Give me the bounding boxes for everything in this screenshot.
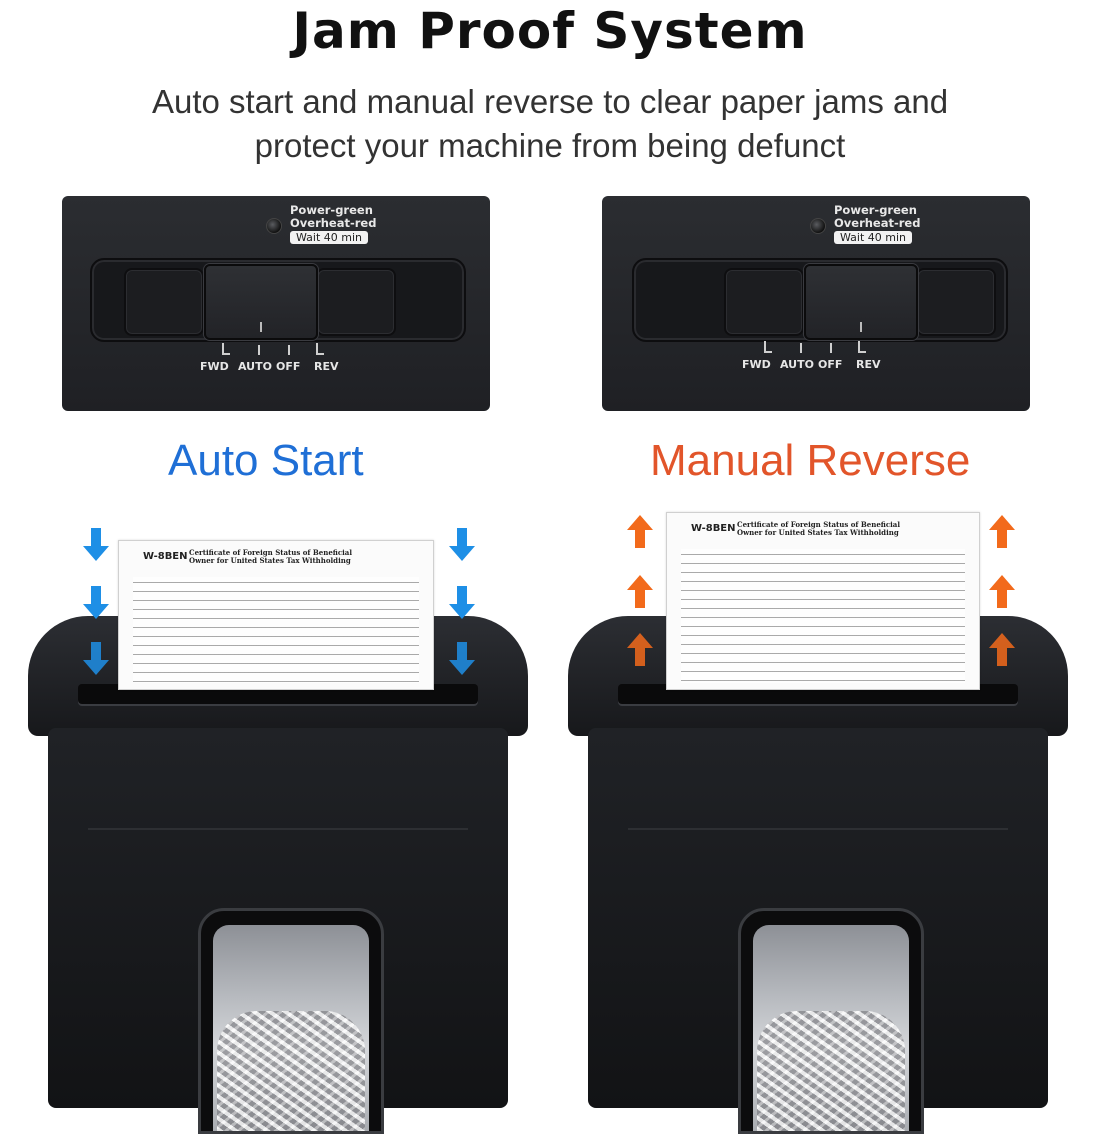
form-lines: [681, 549, 965, 683]
position-label-rev: REV: [856, 358, 881, 371]
mode-switch-knob[interactable]: [804, 264, 918, 340]
position-label-rev: REV: [314, 360, 339, 373]
tick-fwd: [222, 343, 224, 355]
paper-sheet-feeding: W-8BEN Certificate of Foreign Status of …: [118, 540, 434, 690]
indicator-overheat-label: Overheat-red: [834, 216, 921, 230]
position-label-fwd: FWD: [200, 360, 229, 373]
tick-off: [830, 343, 832, 353]
indicator-light-icon: [810, 218, 826, 234]
position-label-off: OFF: [818, 358, 843, 371]
up-arrow-icon: [627, 575, 653, 608]
tick-auto: [800, 343, 802, 353]
up-arrow-icon: [627, 633, 653, 666]
down-arrow-icon: [449, 642, 475, 675]
position-label-fwd: FWD: [742, 358, 771, 371]
position-label-auto: AUTO: [780, 358, 814, 371]
shredded-paper: [757, 1011, 905, 1131]
up-arrow-icon: [989, 575, 1015, 608]
knob-notch: [860, 322, 862, 332]
down-arrow-icon: [449, 528, 475, 561]
page-title: Jam Proof System: [292, 2, 808, 60]
caption-manual-reverse: Manual Reverse: [650, 436, 971, 485]
form-id: W-8BEN: [143, 551, 188, 562]
tick-fwd-foot: [764, 351, 772, 353]
bin-seam: [628, 828, 1008, 830]
shredder-bin: [588, 728, 1048, 1134]
switch-slot-rev: [916, 268, 996, 336]
up-arrow-icon: [989, 633, 1015, 666]
indicator-legend: Power-green Overheat-red Wait 40 min: [834, 204, 920, 244]
paper-sheet-reversing: W-8BEN Certificate of Foreign Status of …: [666, 512, 980, 690]
up-arrow-icon: [989, 515, 1015, 548]
down-arrow-icon: [83, 586, 109, 619]
form-id: W-8BEN: [691, 523, 736, 534]
mode-switch-track[interactable]: [632, 258, 1008, 342]
shredder-bin: [48, 728, 508, 1134]
tick-fwd: [764, 341, 766, 353]
shredded-paper: [217, 1011, 365, 1131]
indicator-power-label: Power-green: [834, 203, 917, 217]
tick-rev-foot: [316, 353, 324, 355]
down-arrow-icon: [83, 642, 109, 675]
down-arrow-icon: [449, 586, 475, 619]
tick-rev: [858, 341, 860, 353]
tick-rev-foot: [858, 351, 866, 353]
form-lines: [133, 577, 419, 683]
window-glass: [753, 925, 909, 1131]
up-arrow-icon: [627, 515, 653, 548]
bin-window: [738, 908, 924, 1134]
switch-slot-fwd: [724, 268, 804, 336]
bin-window: [198, 908, 384, 1134]
down-arrow-icon: [83, 528, 109, 561]
indicator-overheat-label: Overheat-red: [290, 216, 377, 230]
switch-slot-fwd: [124, 268, 204, 336]
tick-rev: [316, 343, 318, 355]
knob-notch: [260, 322, 262, 332]
tick-off: [288, 345, 290, 355]
control-panel-manual-reverse: Power-green Overheat-red Wait 40 min FWD…: [602, 196, 1030, 411]
position-label-auto: AUTO: [238, 360, 272, 373]
indicator-power-label: Power-green: [290, 203, 373, 217]
switch-slot-rev: [316, 268, 396, 336]
subtitle-line-2: protect your machine from being defunct: [254, 127, 846, 164]
bin-seam: [88, 828, 468, 830]
position-label-off: OFF: [276, 360, 301, 373]
indicator-light-icon: [266, 218, 282, 234]
indicator-legend: Power-green Overheat-red Wait 40 min: [290, 204, 376, 244]
tick-auto: [258, 345, 260, 355]
page-subtitle: Auto start and manual reverse to clear p…: [0, 80, 1100, 168]
control-panel-auto-start: Power-green Overheat-red Wait 40 min FWD…: [62, 196, 490, 411]
indicator-wait-label: Wait 40 min: [834, 231, 913, 244]
mode-switch-track[interactable]: [90, 258, 466, 342]
form-title: Certificate of Foreign Status of Benefic…: [189, 548, 352, 565]
window-glass: [213, 925, 369, 1131]
caption-auto-start: Auto Start: [168, 436, 364, 485]
indicator-wait-label: Wait 40 min: [290, 231, 369, 244]
form-title: Certificate of Foreign Status of Benefic…: [737, 520, 900, 537]
tick-fwd-foot: [222, 353, 230, 355]
subtitle-line-1: Auto start and manual reverse to clear p…: [151, 83, 949, 120]
mode-switch-knob[interactable]: [204, 264, 318, 340]
